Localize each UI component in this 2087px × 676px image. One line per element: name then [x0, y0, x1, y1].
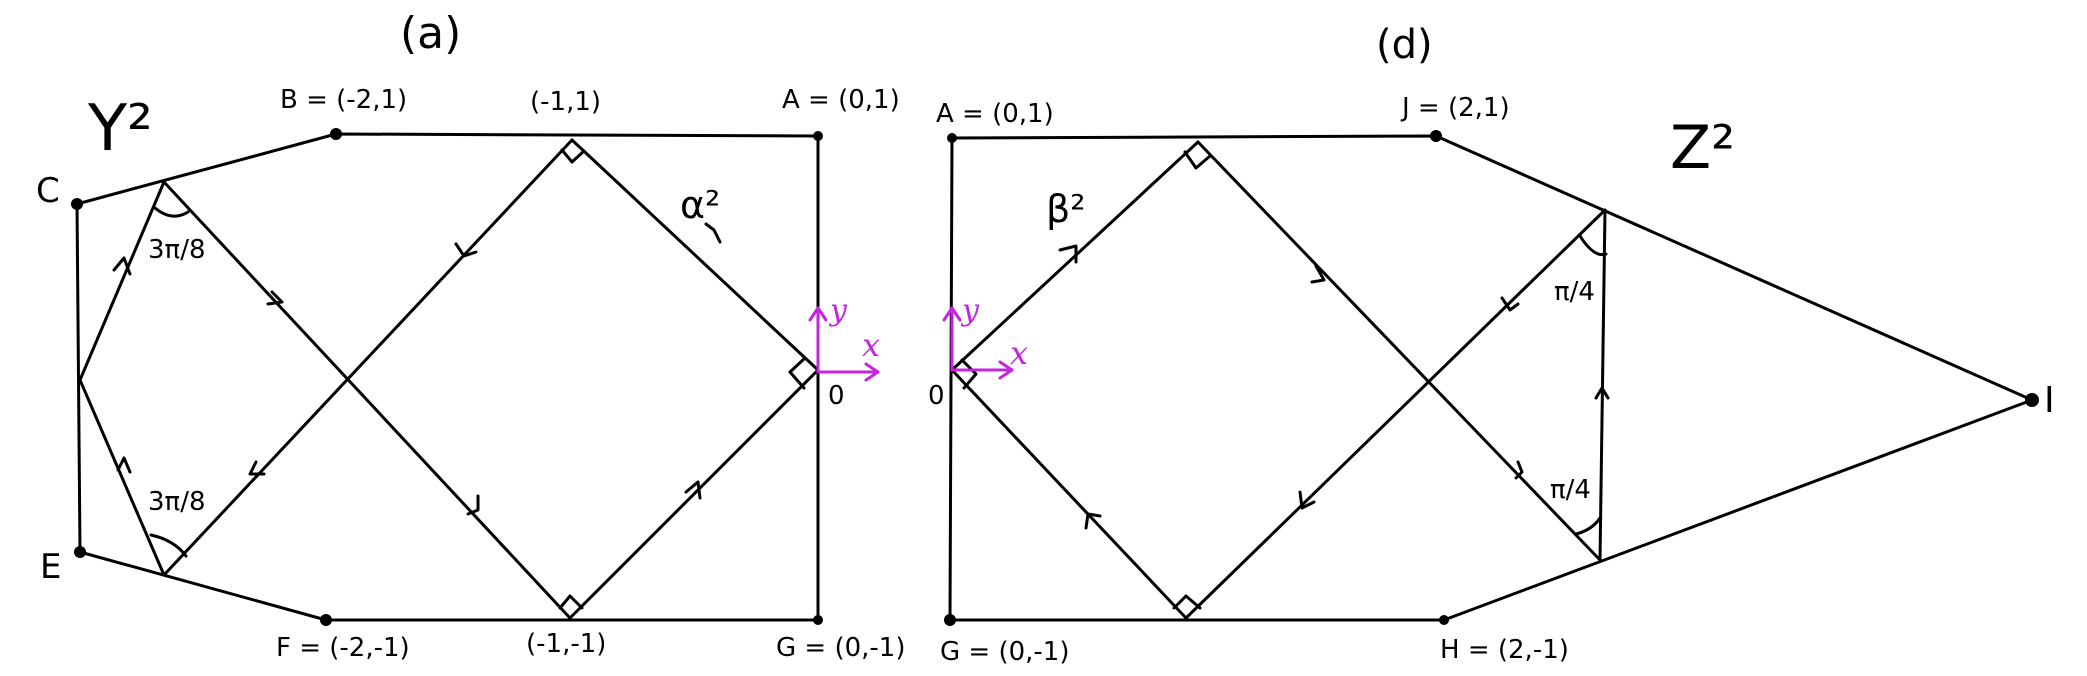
panel-a-y-axis-label: y	[828, 293, 848, 328]
panel-a-label-F: F = (-2,-1)	[276, 633, 410, 663]
panel-d-angle-arc-upper	[1578, 234, 1608, 257]
panel-a-arrow-5	[248, 460, 266, 476]
panel-d-title: (d)	[1376, 22, 1433, 68]
panel-d-arrow-1	[1058, 244, 1078, 264]
panel-a-x-axis-arrowhead	[864, 362, 880, 382]
panel-d-arrow-4	[1084, 512, 1102, 530]
panel-d-label-H: H = (2,-1)	[1440, 635, 1569, 665]
panel-a-curve-label: α²	[680, 183, 720, 227]
panel-a-dot-F	[320, 614, 332, 626]
panel-d-diagonal-down	[1196, 140, 1602, 562]
panel-a-diamond-bottom-right	[568, 368, 820, 620]
panel-a-arrow-2	[266, 290, 284, 306]
panel-a-arrow-7	[684, 480, 702, 500]
panel-a-title: (a)	[400, 8, 461, 59]
panel-d-label-J: J = (2,1)	[1400, 93, 1510, 123]
panel-a-label-E: E	[40, 547, 61, 587]
panel-d-label-I: I	[2044, 380, 2055, 421]
panel-a-arrow-8	[116, 456, 132, 474]
panel-a-dot-E	[74, 546, 86, 558]
panel-a-diamond-top-right	[570, 138, 820, 372]
panel-a-arrow-4	[704, 222, 722, 244]
panel-a-right-angle-bottom	[558, 594, 584, 610]
panel-d-arrow-5	[1298, 490, 1316, 510]
panel-a-angle-upper: 3π/8	[148, 235, 206, 265]
panel-d-dot-G	[944, 614, 956, 626]
panel-a-label-bottom-mid: (-1,-1)	[526, 629, 606, 659]
panel-d-diagonal-up	[1184, 208, 1607, 620]
panel-a-angle-lower: 3π/8	[148, 487, 206, 517]
panel-a-diagonal-down	[162, 180, 572, 620]
panel-a-arrow-1	[112, 256, 132, 276]
panel-d-angle-arc-lower	[1574, 516, 1602, 536]
panel-a-y-axis-arrowhead	[808, 306, 828, 322]
panel-a-arrow-3	[454, 242, 478, 258]
panel-d-arrow-7	[1594, 386, 1610, 400]
panel-d-vertical-segment	[1598, 208, 1607, 562]
panel-d-curve-label: β²	[1046, 187, 1085, 231]
panel-d-dot-H	[1439, 615, 1449, 625]
panel-d-label-origin: 0	[928, 381, 945, 411]
panel-d-right-angle-bottom	[1172, 594, 1202, 610]
panel-a-label-A: A = (0,1)	[782, 85, 900, 115]
panel-a-label-G: G = (0,-1)	[776, 633, 905, 663]
panel-d-x-axis-label: x	[1010, 334, 1028, 372]
panel-d-right-angle-top	[1183, 150, 1212, 170]
panel-a-angle-arc-upper	[153, 206, 190, 218]
panel-a-label-B: B = (-2,1)	[280, 85, 407, 115]
panel-d-dot-J	[1430, 130, 1442, 142]
panel-a-angle-arc-lower	[149, 533, 188, 558]
panel-a-right-angle-origin	[788, 356, 807, 390]
panel-d-label-A: A = (0,1)	[936, 99, 1054, 129]
panel-a-dot-A	[813, 131, 823, 141]
panel-a-x-axis-label: x	[862, 326, 880, 364]
panel-a: (a) Y² B = (-2,1) (-1,1) A = (0,1) C E F…	[36, 8, 905, 663]
panel-d-boundary	[948, 134, 2034, 622]
panel-d-y-axis-label: y	[960, 293, 980, 328]
panel-a-dot-B	[330, 128, 342, 140]
panel-d-angle-lower: π/4	[1550, 475, 1591, 505]
panel-d-dot-I	[2025, 393, 2039, 407]
panel-a-dot-C	[71, 198, 83, 210]
panel-d-angle-upper: π/4	[1554, 277, 1595, 307]
panel-a-arrow-6	[466, 494, 480, 516]
panel-d-label-G: G = (0,-1)	[940, 637, 1069, 667]
panel-d-diamond-bottom-left	[950, 368, 1188, 620]
panel-a-label-top-mid: (-1,1)	[530, 87, 601, 117]
panel-d-arrow-2	[1310, 264, 1326, 284]
panel-d-y-axis-arrowhead	[942, 306, 962, 322]
panel-d-arrow-3	[1500, 296, 1520, 312]
panel-d: (d) Z² A = (0,1) J = (2,1) I G = (0,-1) …	[928, 22, 2055, 667]
panel-d-arrow-6	[1514, 460, 1524, 480]
panel-a-label-origin: 0	[828, 381, 845, 411]
panel-a-diagonal-up	[162, 138, 574, 577]
panel-d-right-angle-origin	[960, 358, 978, 390]
panel-a-label-C: C	[36, 171, 60, 211]
panel-d-surface-label: Z²	[1670, 113, 1735, 183]
panel-a-right-angle-top	[560, 148, 586, 164]
panel-a-surface-label: Y²	[87, 92, 153, 166]
panel-a-zigzag	[78, 180, 166, 577]
panel-d-x-axis-arrowhead	[998, 360, 1014, 380]
panel-d-dot-A	[947, 133, 957, 143]
panel-a-dot-G	[813, 615, 823, 625]
